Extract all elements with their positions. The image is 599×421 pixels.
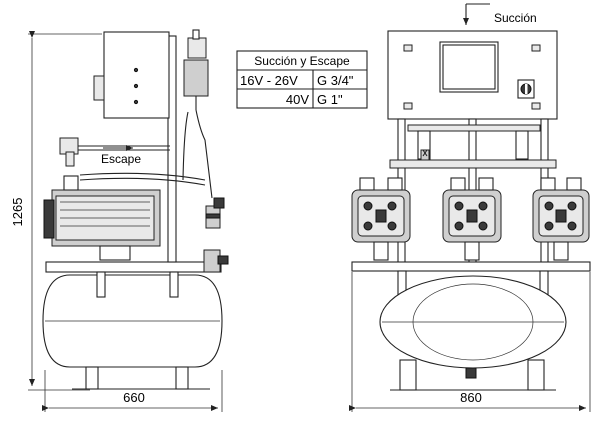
side-foot-left <box>85 366 99 390</box>
side-view: Escape 660 <box>42 29 229 412</box>
front-foot-left <box>399 359 417 391</box>
table-row-2-thread: G 1" <box>317 92 343 107</box>
front-view: Succión <box>349 3 591 412</box>
table-row-1-voltage: 16V - 26V <box>240 73 298 88</box>
compressor-head-right <box>532 177 590 261</box>
front-foot-right <box>527 359 545 391</box>
side-column <box>167 35 177 263</box>
height-label: 1265 <box>10 198 25 227</box>
side-foot-right <box>175 366 189 390</box>
exhaust-label: Escape <box>101 152 141 166</box>
side-control-box <box>103 31 170 119</box>
table-row-2-voltage: 40V <box>286 92 309 107</box>
table-row-1-thread: G 3/4" <box>317 73 354 88</box>
table-header: Succión y Escape <box>254 54 350 68</box>
compressor-head-center <box>442 177 502 261</box>
compressor-head-left <box>351 177 411 261</box>
width-front-label: 860 <box>460 390 482 405</box>
front-base-plate <box>351 261 591 272</box>
side-base-plate <box>45 261 222 273</box>
spec-table: Succión y Escape 16V - 26V G 3/4" 40V G … <box>236 50 368 109</box>
width-side-label: 660 <box>123 390 145 405</box>
height-dimension: 1265 <box>10 31 102 391</box>
suction-label: Succión <box>494 11 537 25</box>
